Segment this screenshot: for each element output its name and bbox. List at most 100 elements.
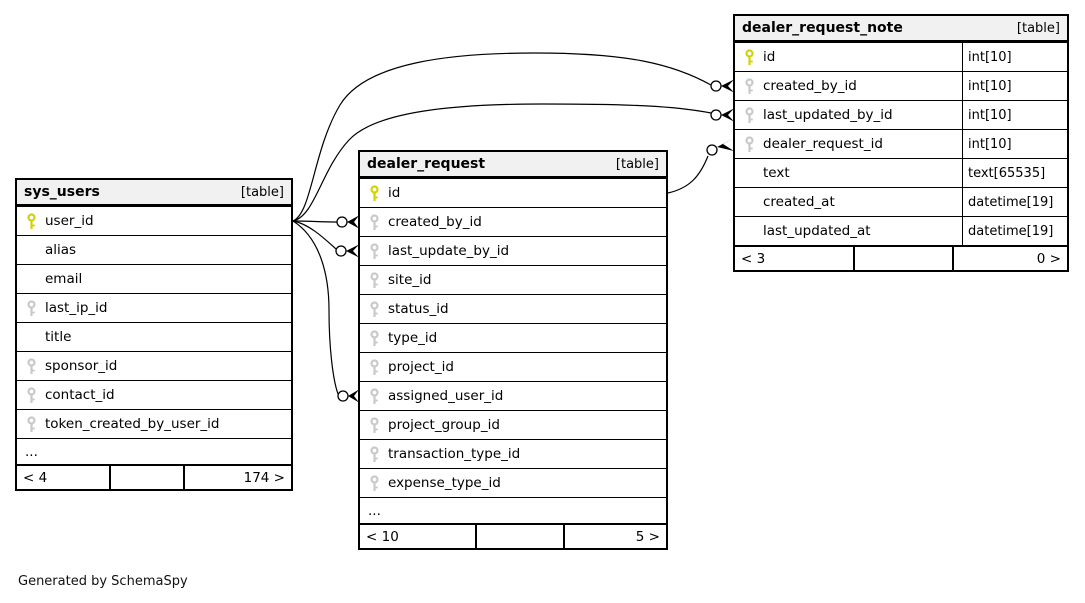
- key-icon-cell: [360, 324, 388, 352]
- key-icon-cell: [360, 411, 388, 439]
- foreign-key-icon: [370, 329, 379, 346]
- key-icon-cell: [17, 236, 45, 264]
- column-row: email: [17, 264, 291, 293]
- table-type-badge: [table]: [240, 184, 284, 200]
- column-name: sponsor_id: [45, 358, 118, 374]
- key-icon-cell: [17, 381, 45, 409]
- key-icon-cell: [17, 410, 45, 438]
- key-icon-cell: [360, 208, 388, 236]
- foreign-key-icon: [27, 386, 36, 403]
- column-type: datetime[19]: [962, 188, 1067, 216]
- key-icon-cell: [17, 352, 45, 380]
- key-icon-cell: [17, 294, 45, 322]
- column-name: created_by_id: [763, 78, 857, 94]
- foreign-key-icon: [370, 242, 379, 259]
- edge-sys-users-to-dealer-request-note-last-updated-by-id: [292, 103, 734, 222]
- column-name: site_id: [388, 272, 432, 288]
- column-type: int[10]: [962, 101, 1067, 129]
- column-type: int[10]: [962, 43, 1067, 71]
- column-row: transaction_type_id: [360, 439, 666, 468]
- key-icon-cell: [735, 43, 763, 71]
- edge-sys-users-to-dealer-request-note-created-by-id: [292, 52, 734, 222]
- foreign-key-icon: [745, 77, 754, 94]
- key-icon-cell: [360, 469, 388, 497]
- foreign-key-icon: [370, 416, 379, 433]
- foreign-key-icon: [370, 271, 379, 288]
- column-row: project_id: [360, 352, 666, 381]
- foreign-key-icon: [27, 299, 36, 316]
- foreign-key-icon: [745, 106, 754, 123]
- column-row: type_id: [360, 323, 666, 352]
- table-name: sys_users: [24, 184, 100, 200]
- table-header[interactable]: sys_users [table]: [17, 180, 291, 206]
- key-icon-cell: [735, 217, 763, 245]
- foreign-key-icon: [370, 387, 379, 404]
- key-icon-cell: [17, 207, 45, 235]
- edge-sys-users-to-dealer-request-last-update-by-id: [292, 220, 359, 258]
- table-header[interactable]: dealer_request_note[table]: [735, 16, 1067, 42]
- key-icon-cell: [735, 72, 763, 100]
- column-row: alias: [17, 235, 291, 264]
- column-type: datetime[19]: [962, 217, 1067, 245]
- footer-children-count: < 10: [366, 528, 399, 545]
- column-name: token_created_by_user_id: [45, 416, 220, 432]
- column-name: expense_type_id: [388, 475, 501, 491]
- column-row: user_id: [17, 206, 291, 235]
- column-name: assigned_user_id: [388, 388, 504, 404]
- column-row: token_created_by_user_id: [17, 409, 291, 438]
- column-name: last_ip_id: [45, 300, 108, 316]
- column-row: assigned_user_id: [360, 381, 666, 410]
- foreign-key-icon: [370, 445, 379, 462]
- column-row: project_group_id: [360, 410, 666, 439]
- column-name: title: [45, 329, 72, 345]
- key-icon-cell: [735, 159, 763, 187]
- foreign-key-icon: [27, 357, 36, 374]
- primary-key-icon: [745, 48, 754, 65]
- column-name: last_updated_at: [763, 223, 871, 239]
- footer-children-count: < 4: [23, 469, 48, 486]
- column-name: created_at: [763, 194, 835, 210]
- table-header[interactable]: dealer_request[table]: [360, 152, 666, 178]
- table-name: dealer_request: [367, 156, 486, 172]
- primary-key-icon: [370, 184, 379, 201]
- column-row: title: [17, 322, 291, 351]
- edge-dealer-request-to-dealer-request-note-dealer-request-id: [667, 138, 734, 194]
- foreign-key-icon: [370, 300, 379, 317]
- column-row: status_id: [360, 294, 666, 323]
- key-icon-cell: [735, 101, 763, 129]
- key-icon-cell: [360, 353, 388, 381]
- column-row: created_at datetime[19]: [735, 187, 1067, 216]
- column-name: email: [45, 271, 83, 287]
- more-columns-ellipsis: ...: [17, 438, 291, 464]
- column-name: dealer_request_id: [763, 136, 883, 152]
- key-icon-cell: [360, 237, 388, 265]
- key-icon-cell: [360, 266, 388, 294]
- column-name: created_by_id: [388, 214, 482, 230]
- edge-sys-users-to-dealer-request-created-by-id: [292, 215, 359, 229]
- column-name: contact_id: [45, 387, 115, 403]
- key-icon-cell: [360, 179, 388, 207]
- key-icon-cell: [360, 440, 388, 468]
- primary-key-icon: [27, 212, 36, 229]
- table-name: dealer_request_note: [742, 20, 903, 36]
- foreign-key-icon: [27, 415, 36, 432]
- column-name: status_id: [388, 301, 449, 317]
- column-row: created_by_id: [360, 207, 666, 236]
- column-row: contact_id: [17, 380, 291, 409]
- column-name: text: [763, 165, 790, 181]
- column-name: id: [388, 185, 401, 201]
- key-icon-cell: [17, 323, 45, 351]
- more-columns-ellipsis: ...: [360, 497, 666, 523]
- key-icon-cell: [735, 130, 763, 158]
